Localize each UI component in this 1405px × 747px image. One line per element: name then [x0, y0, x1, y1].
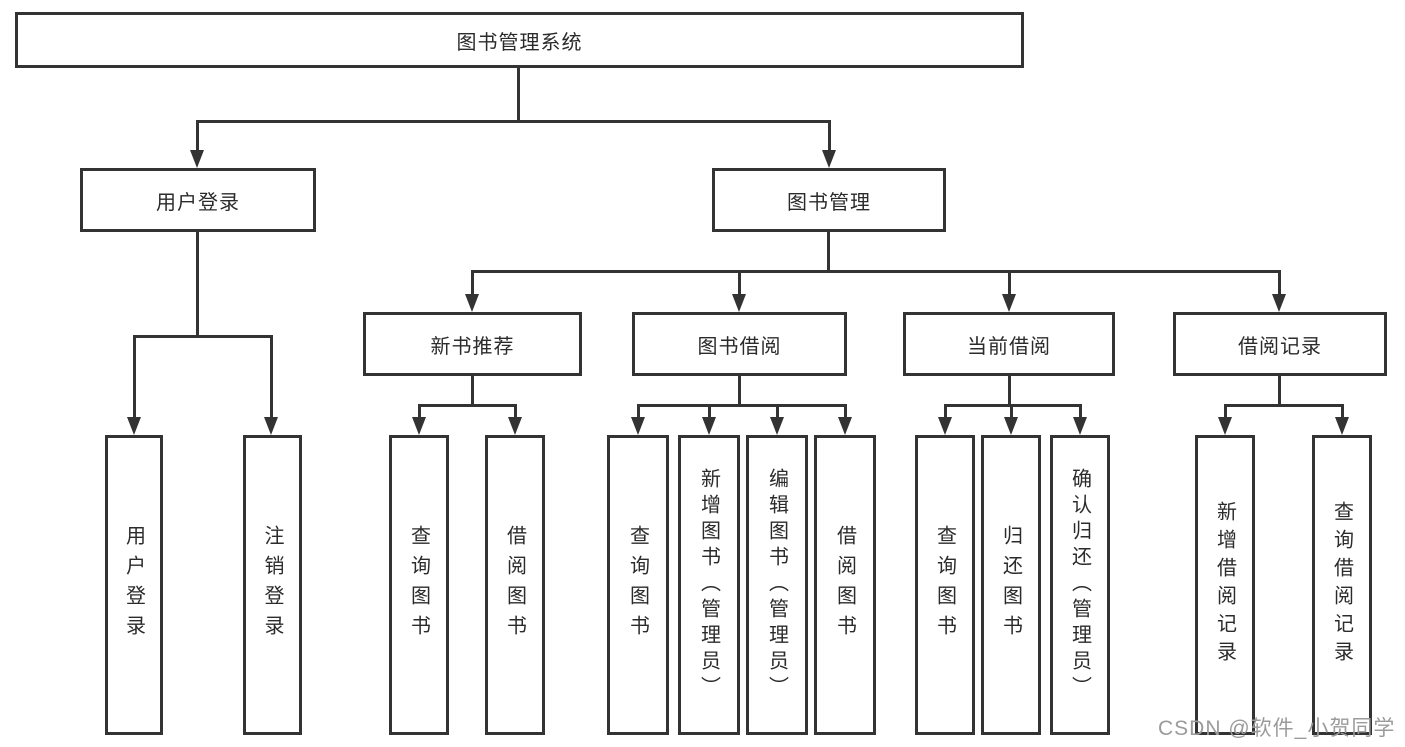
node-label: 查询图书: [407, 525, 430, 645]
line: [196, 232, 199, 337]
line: [1224, 404, 1227, 419]
node-label: 借阅图书: [833, 525, 856, 645]
node-label: 编辑图书（管理员）: [765, 468, 788, 702]
leaf-query-books-2: 查询图书: [607, 435, 669, 735]
line: [738, 270, 741, 296]
node-new-book-recommendation: 新书推荐: [363, 312, 582, 376]
arrow-down-icon: [822, 150, 836, 168]
node-label: 查询图书: [933, 525, 956, 645]
line: [471, 270, 474, 296]
node-label: 新增图书（管理员）: [697, 468, 720, 702]
line: [471, 376, 474, 407]
leaf-query-borrow-record: 查询借阅记录: [1312, 435, 1372, 735]
node-label: 图书管理: [787, 191, 871, 214]
arrow-down-icon: [412, 417, 426, 435]
node-label: 新增借阅记录: [1213, 501, 1236, 669]
node-label: 查询借阅记录: [1330, 501, 1353, 669]
arrow-down-icon: [127, 417, 141, 435]
arrow-down-icon: [732, 294, 746, 312]
line: [1278, 270, 1281, 296]
node-label: 归还图书: [999, 525, 1022, 645]
line: [827, 232, 830, 273]
csdn-watermark: CSDN @软件_小贺同学: [1158, 717, 1396, 740]
node-label: 借阅图书: [503, 525, 526, 645]
line: [637, 404, 640, 419]
line: [471, 270, 1281, 273]
line: [944, 404, 947, 419]
leaf-query-books-3: 查询图书: [915, 435, 975, 735]
node-label: 图书管理系统: [456, 31, 583, 54]
line: [270, 335, 273, 417]
arrow-down-icon: [1335, 417, 1349, 435]
line: [514, 404, 517, 419]
node-label: 用户登录: [122, 525, 145, 645]
node-current-borrowing: 当前借阅: [903, 312, 1115, 376]
leaf-borrow-books-1: 借阅图书: [485, 435, 545, 735]
line: [1010, 404, 1013, 419]
line: [828, 120, 831, 152]
line: [944, 404, 1082, 407]
line: [844, 404, 847, 419]
line: [1224, 404, 1344, 407]
node-book-management: 图书管理: [712, 168, 946, 232]
leaf-confirm-return-admin: 确认归还（管理员）: [1050, 435, 1110, 735]
arrow-down-icon: [938, 417, 952, 435]
arrow-down-icon: [190, 150, 204, 168]
line: [196, 120, 199, 152]
leaf-edit-books-admin: 编辑图书（管理员）: [746, 435, 808, 735]
line: [418, 404, 517, 407]
node-library-management-system: 图书管理系统: [15, 12, 1024, 68]
node-book-borrowing: 图书借阅: [632, 312, 847, 376]
leaf-query-books-1: 查询图书: [389, 435, 449, 735]
leaf-add-books-admin: 新增图书（管理员）: [678, 435, 740, 735]
line: [418, 404, 421, 419]
leaf-add-borrow-record: 新增借阅记录: [1195, 435, 1255, 735]
node-label: 确认归还（管理员）: [1068, 468, 1091, 702]
line: [637, 404, 847, 407]
arrow-down-icon: [631, 417, 645, 435]
line: [1079, 404, 1082, 419]
line: [196, 120, 831, 123]
node-label: 当前借阅: [967, 335, 1051, 358]
line: [776, 404, 779, 419]
node-label: 借阅记录: [1238, 335, 1322, 358]
arrow-down-icon: [702, 417, 716, 435]
line: [1278, 376, 1281, 407]
node-label: 查询图书: [626, 525, 649, 645]
arrow-down-icon: [1218, 417, 1232, 435]
line: [708, 404, 711, 419]
line: [133, 335, 136, 417]
arrow-down-icon: [1004, 417, 1018, 435]
line: [738, 376, 741, 407]
arrow-down-icon: [838, 417, 852, 435]
arrow-down-icon: [1272, 294, 1286, 312]
node-label: 注销登录: [261, 525, 283, 645]
arrow-down-icon: [508, 417, 522, 435]
arrow-down-icon: [1073, 417, 1087, 435]
arrow-down-icon: [465, 294, 479, 312]
line: [1008, 376, 1011, 407]
node-user-login: 用户登录: [80, 168, 316, 232]
line: [133, 335, 273, 338]
node-label: 新书推荐: [430, 335, 515, 358]
node-borrowing-records: 借阅记录: [1173, 312, 1387, 376]
leaf-user-login: 用户登录: [105, 435, 163, 735]
arrow-down-icon: [1002, 294, 1016, 312]
leaf-return-books: 归还图书: [981, 435, 1041, 735]
node-label: 图书借阅: [697, 335, 782, 358]
arrow-down-icon: [770, 417, 784, 435]
node-label: 用户登录: [156, 191, 240, 214]
line: [1008, 270, 1011, 296]
arrow-down-icon: [264, 417, 278, 435]
line: [517, 68, 520, 123]
line: [1341, 404, 1344, 419]
leaf-borrow-books-2: 借阅图书: [814, 435, 876, 735]
leaf-logout: 注销登录: [243, 435, 302, 735]
